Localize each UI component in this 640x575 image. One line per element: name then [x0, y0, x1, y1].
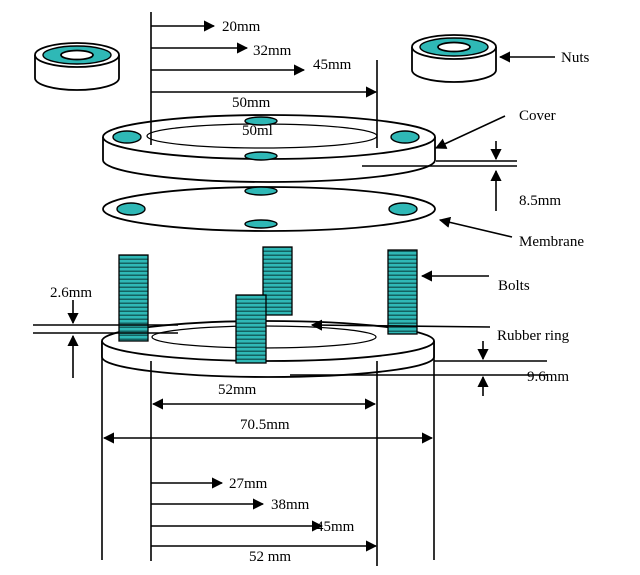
label-nuts: Nuts — [561, 50, 590, 66]
bolt-front — [235, 294, 267, 364]
cover-plate — [102, 114, 436, 183]
base-dimensions — [102, 361, 434, 566]
label-cover: Cover — [519, 108, 556, 124]
bolt-back — [262, 246, 293, 316]
label-membrane: Membrane — [519, 234, 584, 250]
label-bot-45: 45mm — [316, 519, 355, 535]
label-top-32: 32mm — [253, 43, 292, 59]
nut-right — [411, 34, 497, 83]
top-dimensions — [150, 12, 378, 148]
bolt-right — [387, 249, 418, 335]
bolt-left — [118, 254, 149, 342]
label-bolts: Bolts — [498, 278, 530, 294]
label-cover-volume: 50ml — [242, 123, 273, 139]
label-top-45: 45mm — [313, 57, 352, 73]
label-ring-96: 9.6mm — [527, 369, 569, 385]
gap-dimension — [362, 141, 517, 211]
label-bot-52: 52 mm — [249, 549, 291, 565]
label-bot-27: 27mm — [229, 476, 268, 492]
membrane-disc — [102, 186, 436, 232]
bolts — [118, 246, 418, 364]
label-base-52: 52mm — [218, 382, 257, 398]
base-height-dimension — [290, 341, 547, 396]
label-gap-85: 8.5mm — [519, 193, 561, 209]
label-rubber-ring: Rubber ring — [497, 328, 570, 344]
label-ring-26: 2.6mm — [50, 285, 92, 301]
label-top-20: 20mm — [222, 19, 261, 35]
ring-thickness-dimension — [33, 300, 178, 378]
nut-left — [34, 42, 120, 91]
label-top-50: 50mm — [232, 95, 271, 111]
label-bot-38: 38mm — [271, 497, 310, 513]
label-base-705: 70.5mm — [240, 417, 290, 433]
base-cylinder — [101, 320, 435, 560]
